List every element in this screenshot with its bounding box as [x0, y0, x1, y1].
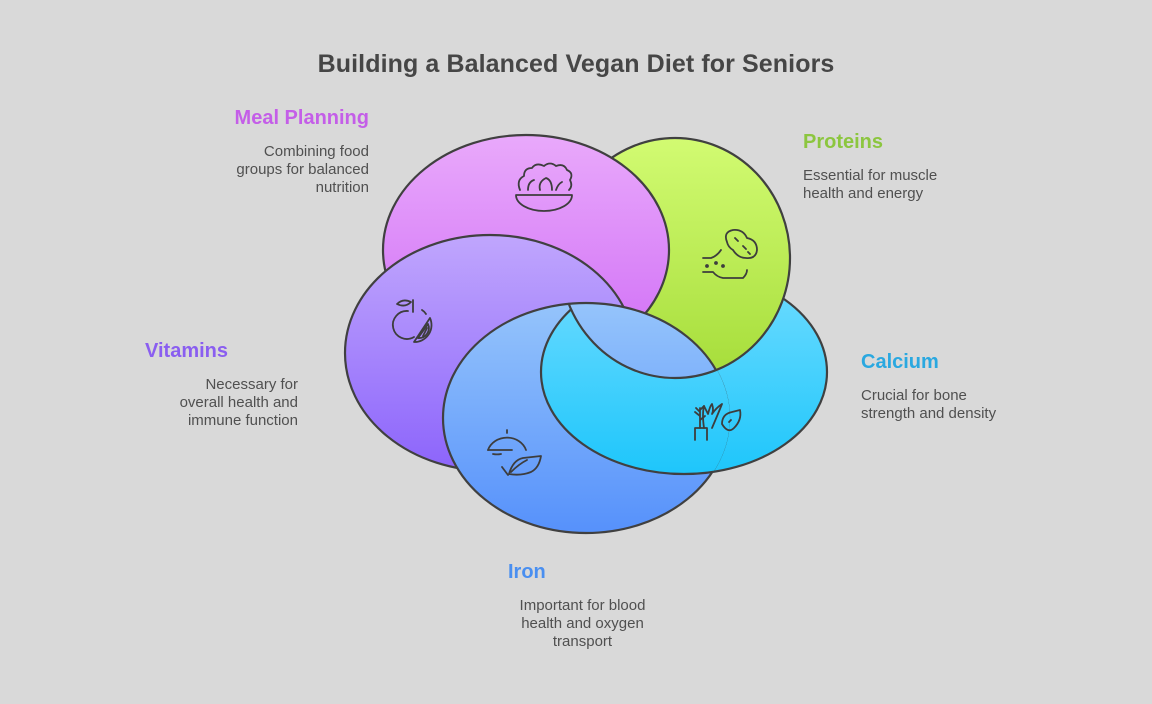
cloche-leaf-icon: [487, 429, 542, 476]
label-vitamins: Vitamins Necessary for overall health an…: [100, 339, 298, 430]
vitamins-description: Necessary for overall health and immune …: [100, 376, 298, 430]
meal-planning-description: Combining food groups for balanced nutri…: [150, 143, 369, 197]
desc-line: Necessary for: [205, 376, 298, 393]
desc-line: health and energy: [803, 185, 924, 202]
vitamins-title: Vitamins: [145, 340, 228, 362]
label-iron: Iron Important for blood health and oxyg…: [470, 560, 695, 651]
desc-line: Important for blood: [519, 597, 646, 614]
calcium-description: Crucial for bone strength and density: [861, 387, 1091, 423]
desc-line: immune function: [187, 412, 298, 429]
iron-title: Iron: [508, 561, 546, 583]
desc-line: Combining food: [263, 143, 369, 160]
proteins-description: Essential for muscle health and energy: [803, 167, 1033, 203]
peanut-hand-icon: [702, 229, 758, 279]
orange-slice-icon: [392, 299, 433, 343]
iron-description: Important for blood health and oxygen tr…: [470, 597, 695, 651]
desc-line: nutrition: [315, 179, 369, 196]
desc-line: strength and density: [861, 405, 997, 422]
label-calcium: Calcium Crucial for bone strength and de…: [861, 350, 1091, 423]
desc-line: health and oxygen: [521, 615, 644, 632]
salad-bowl-icon: [515, 162, 573, 212]
desc-line: groups for balanced: [236, 161, 369, 178]
desc-line: transport: [552, 633, 613, 650]
label-proteins: Proteins Essential for muscle health and…: [803, 130, 1033, 203]
desc-line: overall health and: [179, 394, 298, 411]
plants-leaf-icon: [694, 403, 742, 441]
desc-line: Essential for muscle: [803, 167, 938, 184]
meal-planning-title: Meal Planning: [234, 107, 369, 129]
proteins-title: Proteins: [803, 131, 884, 153]
diagram-title: Building a Balanced Vegan Diet for Senio…: [317, 50, 835, 78]
desc-line: Crucial for bone: [861, 387, 967, 404]
label-meal-planning: Meal Planning Combining food groups for …: [150, 106, 369, 197]
calcium-title: Calcium: [861, 351, 939, 373]
